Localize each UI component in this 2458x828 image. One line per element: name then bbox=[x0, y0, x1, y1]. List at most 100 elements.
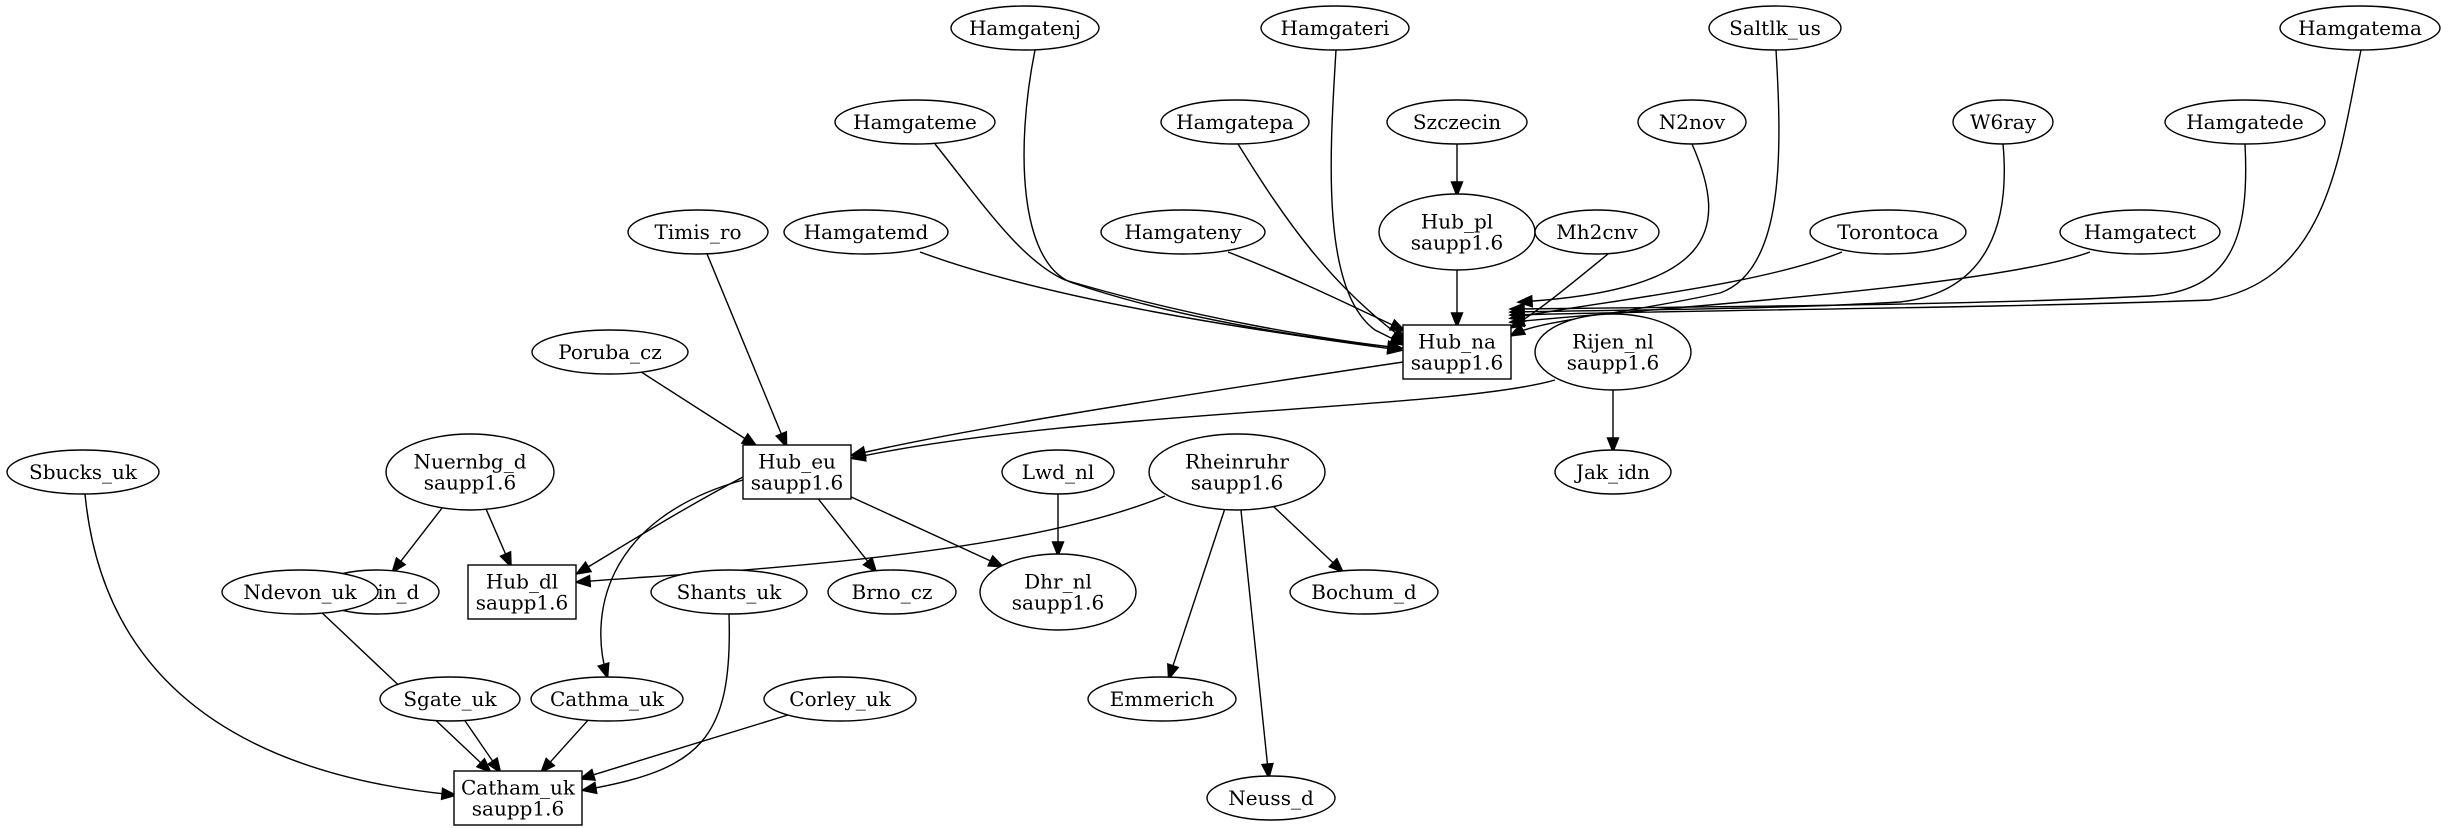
node-ellipse bbox=[1206, 775, 1336, 821]
edge-line bbox=[1511, 251, 2091, 323]
node-brno_cz[interactable]: Brno_cz bbox=[827, 569, 957, 615]
node-label: Hamgateri bbox=[1281, 16, 1390, 40]
node-hamgatenj[interactable]: Hamgatenj bbox=[950, 5, 1100, 51]
edge-arrowhead bbox=[440, 787, 458, 801]
node-hamgateri[interactable]: Hamgateri bbox=[1260, 5, 1410, 51]
node-w6ray[interactable]: W6ray bbox=[1952, 99, 2054, 145]
node-label: Cathma_uk bbox=[550, 687, 665, 711]
node-label: Shants_uk bbox=[677, 580, 783, 604]
node-sublabel: saupp1.6 bbox=[1012, 591, 1104, 615]
node-bochum_d[interactable]: Bochum_d bbox=[1289, 569, 1439, 615]
node-label: Bochum_d bbox=[1311, 580, 1417, 604]
node-label: Sbucks_uk bbox=[29, 460, 138, 484]
node-shants_uk[interactable]: Shants_uk bbox=[650, 569, 808, 615]
edge-hub_eu-to-cathma_uk bbox=[597, 479, 744, 680]
edge-line bbox=[817, 498, 869, 562]
node-label: Hamgatema bbox=[2298, 16, 2422, 40]
node-corley_uk[interactable]: Corley_uk bbox=[763, 676, 917, 722]
node-ellipse bbox=[1260, 5, 1410, 51]
node-sublabel: saupp1.6 bbox=[1411, 351, 1503, 375]
node-jak_idn[interactable]: Jak_idn bbox=[1554, 449, 1672, 495]
node-ndevon_uk[interactable]: Ndevon_uk bbox=[221, 569, 379, 615]
node-sublabel: saupp1.6 bbox=[1567, 351, 1659, 375]
node-neuss_d[interactable]: Neuss_d bbox=[1206, 775, 1336, 821]
edge-line bbox=[852, 361, 1404, 456]
edge-line bbox=[641, 371, 746, 440]
node-hamgatemd[interactable]: Hamgatemd bbox=[783, 209, 949, 255]
node-sublabel: saupp1.6 bbox=[751, 471, 843, 495]
node-label: Emmerich bbox=[1110, 687, 1215, 711]
node-cathma_uk[interactable]: Cathma_uk bbox=[530, 676, 684, 722]
node-mh2cnv[interactable]: Mh2cnv bbox=[1534, 209, 1660, 255]
edge-arrowhead bbox=[1516, 294, 1534, 308]
edge-line bbox=[1511, 143, 2247, 310]
edge-line bbox=[1511, 49, 1780, 336]
edge-line bbox=[1511, 251, 1843, 319]
edge-line bbox=[1023, 49, 1401, 349]
edge-arrowhead bbox=[1328, 557, 1345, 574]
node-hamgateme[interactable]: Hamgateme bbox=[834, 99, 996, 145]
node-label: Hub_dl bbox=[486, 570, 558, 594]
node-hamgateny[interactable]: Hamgateny bbox=[1100, 209, 1266, 255]
edge-line bbox=[852, 379, 1556, 459]
edge-line bbox=[577, 495, 1166, 583]
edge-line bbox=[934, 143, 1401, 349]
node-ellipse bbox=[531, 329, 689, 375]
node-n2nov[interactable]: N2nov bbox=[1637, 99, 1747, 145]
edge-rheinruhr-to-bochum_d bbox=[1273, 506, 1345, 574]
node-saltlk_us[interactable]: Saltlk_us bbox=[1708, 5, 1842, 51]
node-hamgatepa[interactable]: Hamgatepa bbox=[1160, 99, 1310, 145]
node-label: Lwd_nl bbox=[1022, 460, 1094, 484]
node-timis_ro[interactable]: Timis_ro bbox=[627, 209, 769, 255]
node-label: Dhr_nl bbox=[1024, 570, 1092, 594]
node-label: Corley_uk bbox=[789, 687, 891, 711]
node-label: Torontoca bbox=[1837, 220, 1939, 244]
edge-arrowhead bbox=[1051, 541, 1065, 558]
edge-hub_pl-to-hub_na bbox=[1450, 270, 1464, 329]
edge-hamgatemd-to-hub_na bbox=[919, 251, 1404, 355]
edge-rheinruhr-to-neuss_d bbox=[1240, 509, 1274, 780]
edge-line bbox=[84, 493, 455, 796]
node-ellipse bbox=[1534, 209, 1660, 255]
node-sbucks_uk[interactable]: Sbucks_uk bbox=[6, 449, 160, 495]
edge-arrowhead bbox=[1260, 762, 1274, 780]
node-hamgatect[interactable]: Hamgatect bbox=[2059, 209, 2221, 255]
edge-sgate_uk-to-catham_uk bbox=[464, 720, 502, 775]
node-hamgatema[interactable]: Hamgatema bbox=[2279, 5, 2441, 51]
node-szczecin[interactable]: Szczecin bbox=[1386, 99, 1528, 145]
node-sublabel: saupp1.6 bbox=[476, 591, 568, 615]
node-label: Hub_na bbox=[1418, 330, 1496, 354]
edge-hamgatenj-to-hub_na bbox=[1023, 49, 1404, 354]
node-hamgatede[interactable]: Hamgatede bbox=[2164, 99, 2326, 145]
node-label: Hamgatemd bbox=[804, 220, 929, 244]
edge-arrowhead bbox=[574, 560, 593, 576]
edge-line bbox=[1227, 251, 1404, 331]
node-emmerich[interactable]: Emmerich bbox=[1087, 676, 1237, 722]
node-torontoca[interactable]: Torontoca bbox=[1809, 209, 1967, 255]
edge-arrowhead bbox=[391, 556, 407, 574]
node-ellipse bbox=[2059, 209, 2221, 255]
edge-line bbox=[1519, 143, 1710, 303]
node-lwd_nl[interactable]: Lwd_nl bbox=[1001, 449, 1115, 495]
node-ellipse bbox=[1637, 99, 1747, 145]
edge-arrowhead bbox=[1450, 312, 1464, 329]
node-poruba_cz[interactable]: Poruba_cz bbox=[531, 329, 689, 375]
node-label: Rijen_nl bbox=[1572, 330, 1654, 354]
node-ellipse bbox=[950, 5, 1100, 51]
edge-hub_eu-to-dhr_nl bbox=[850, 496, 1005, 568]
node-ellipse bbox=[763, 676, 917, 722]
edge-line bbox=[1240, 509, 1269, 765]
node-box bbox=[742, 444, 852, 500]
node-sgate_uk[interactable]: Sgate_uk bbox=[379, 676, 521, 722]
edge-hamgateri-to-hub_na bbox=[1330, 49, 1407, 346]
edge-rijen_nl-to-jak_idn bbox=[1606, 390, 1620, 454]
